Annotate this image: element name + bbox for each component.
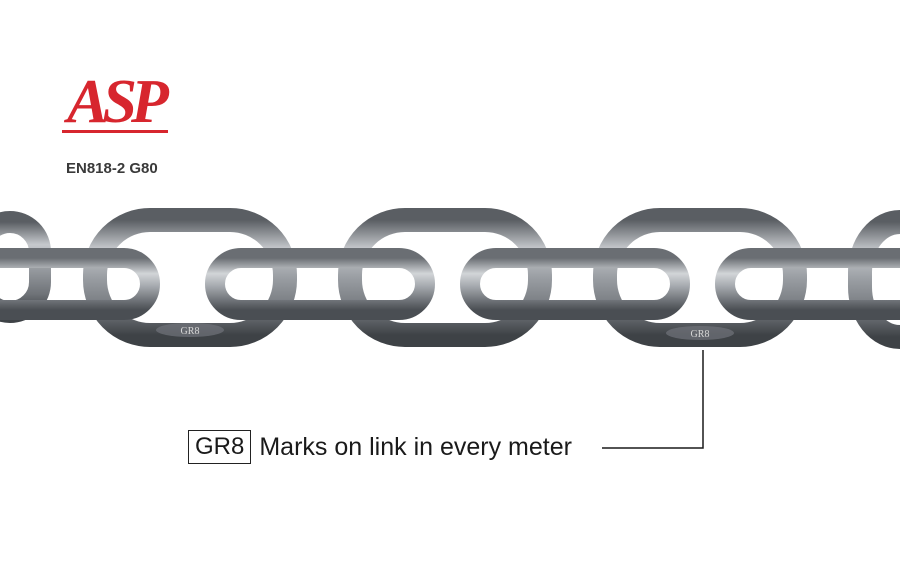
svg-text:ASP: ASP [63,68,170,136]
link-stamps: GR8 GR8 [156,323,734,340]
chain-link [848,210,900,349]
caption-mark-box: GR8 [188,430,252,464]
callout-line [602,350,704,449]
chain-front-links [0,248,900,320]
caption-text: Marks on link in every meter [259,432,572,461]
chain-link [205,248,435,320]
spec-label: EN818-2 G80 [66,160,158,177]
caption: GR8 Marks on link in every meter [188,430,572,464]
chain-link [715,248,900,320]
link-stamp-text: GR8 [181,326,200,337]
link-stamp-text: GR8 [691,329,710,340]
chain-link [0,248,160,320]
asp-logo: ASP [62,68,170,136]
chain-link [338,208,552,347]
chain-link [460,248,690,320]
